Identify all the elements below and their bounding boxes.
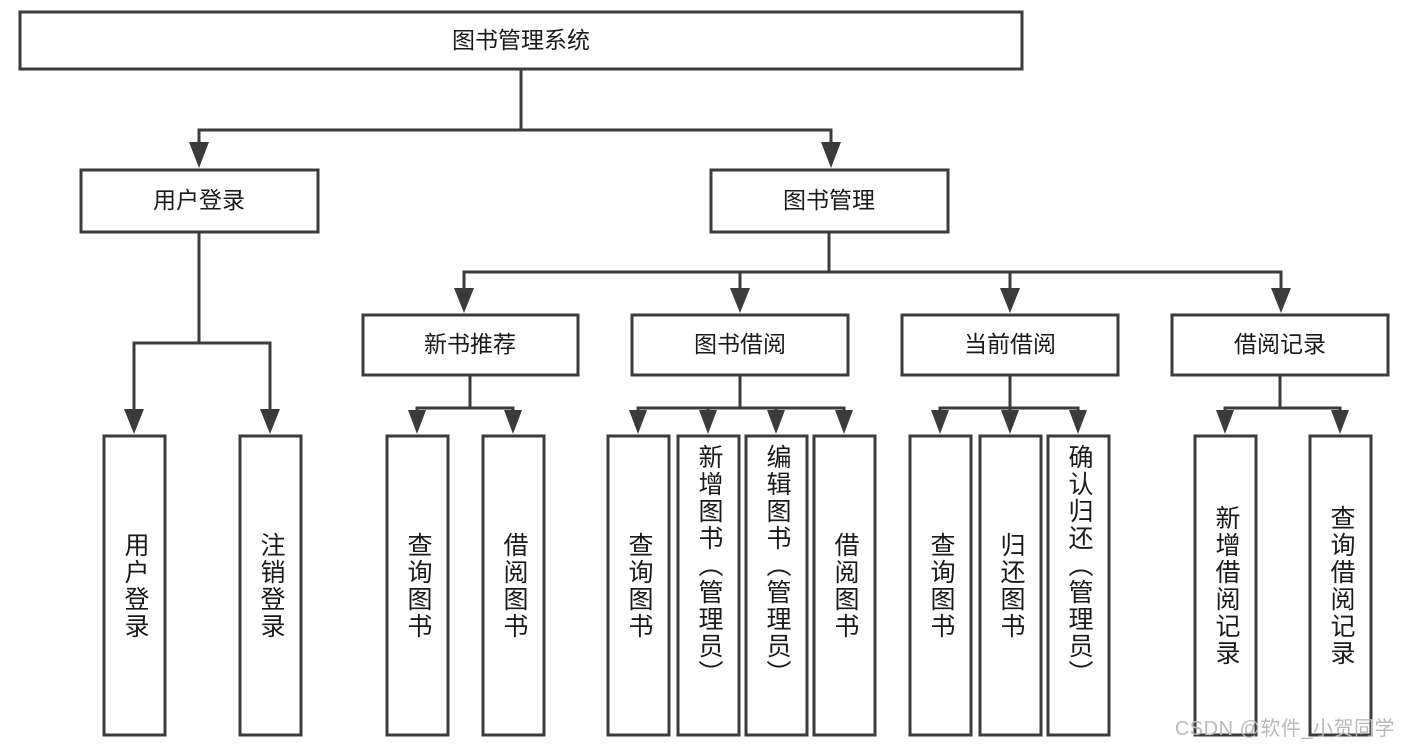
leaf-box-new-book-1[interactable] xyxy=(481,434,546,737)
connector-borrow-record-to-leaves xyxy=(1216,373,1349,434)
connector-book-mgmt-to-level3 xyxy=(454,230,1291,313)
leaf-box-borrow-record-1[interactable] xyxy=(1308,434,1373,737)
node-new-book-recommend-label: 新书推荐 xyxy=(424,331,516,357)
connector-root-to-level2 xyxy=(189,67,841,168)
node-root-box[interactable] xyxy=(18,10,1024,71)
connector-new-book-recommend-to-leaves xyxy=(408,373,522,434)
node-book-management-label: 图书管理 xyxy=(783,187,875,213)
node-root-label: 图书管理系统 xyxy=(452,27,590,53)
connector-book-borrow-to-leaves xyxy=(629,373,853,434)
node-new-book-recommend[interactable]: 新书推荐 xyxy=(361,313,580,377)
leaf-box-book-borrow-0[interactable] xyxy=(606,434,671,737)
connector-current-borrow-to-leaves xyxy=(931,373,1087,434)
arrow-head-to-user-login xyxy=(189,142,209,168)
node-root[interactable]: 图书管理系统 xyxy=(18,10,1024,71)
node-current-borrow-label: 当前借阅 xyxy=(964,331,1056,357)
node-new-book-recommend-box[interactable] xyxy=(361,313,580,377)
leaf-box-book-borrow-3[interactable] xyxy=(812,434,877,737)
node-current-borrow[interactable]: 当前借阅 xyxy=(900,313,1120,377)
node-borrow-record-label: 借阅记录 xyxy=(1234,331,1326,357)
node-borrow-record[interactable]: 借阅记录 xyxy=(1170,313,1390,377)
arrow-head-to-book-mgmt xyxy=(821,142,841,168)
watermark-text: CSDN @软件_小贺同学 xyxy=(1174,718,1395,740)
node-user-login-box[interactable] xyxy=(79,168,320,234)
leaf-box-book-borrow-2[interactable] xyxy=(744,434,809,737)
node-book-management[interactable]: 图书管理 xyxy=(709,168,950,234)
node-user-login[interactable]: 用户登录 xyxy=(79,168,320,234)
leaf-box-book-borrow-1[interactable] xyxy=(676,434,741,737)
leaf-box-current-borrow-0[interactable] xyxy=(908,434,973,737)
leaf-box-current-borrow-2[interactable] xyxy=(1046,434,1111,737)
node-book-borrow-label: 图书借阅 xyxy=(694,331,786,357)
leaf-box-current-borrow-1[interactable] xyxy=(978,434,1043,737)
leaf-box-new-book-0[interactable] xyxy=(385,434,450,737)
leaf-box-borrow-record-0[interactable] xyxy=(1193,434,1258,737)
connector-user-login-to-leaves xyxy=(124,230,280,434)
leaf-box-user-login-1[interactable] xyxy=(238,434,303,737)
node-book-borrow[interactable]: 图书借阅 xyxy=(630,313,850,377)
node-current-borrow-box[interactable] xyxy=(900,313,1120,377)
leaf-box-user-login-0[interactable] xyxy=(102,434,167,737)
node-user-login-label: 用户登录 xyxy=(153,187,245,213)
